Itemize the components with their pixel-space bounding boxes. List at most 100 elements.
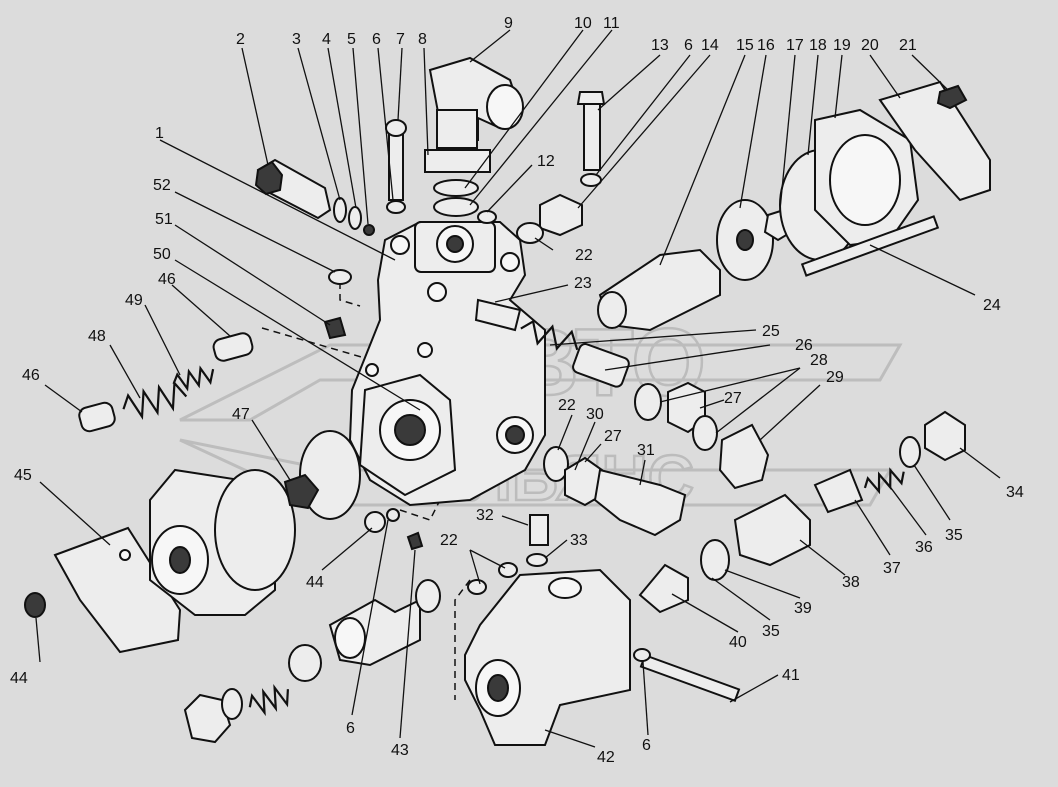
callout-48: 48 (88, 328, 106, 345)
callout-13: 13 (651, 37, 669, 54)
leader-31 (639, 459, 646, 486)
elbow-fitting-31 (593, 468, 687, 537)
ball-5 (363, 224, 375, 236)
callout-18: 18 (809, 37, 827, 54)
callout-2: 2 (236, 31, 245, 48)
callout-42: 42 (597, 749, 615, 766)
callout-43: 43 (391, 742, 409, 759)
plug-34 (924, 410, 966, 462)
watermark-swoosh-shape (179, 343, 903, 422)
spring-25 (520, 319, 579, 351)
leader-14 (577, 54, 711, 209)
callout-6d: 6 (642, 737, 651, 754)
callout-45: 45 (14, 467, 32, 484)
housing-bolt-hole-4 (417, 342, 433, 358)
top-fittings-group (254, 56, 606, 340)
spacer-lower (288, 644, 322, 682)
leader-9 (469, 29, 511, 63)
leader-20 (869, 54, 901, 99)
nut-44-center (364, 511, 386, 533)
callout-21: 21 (899, 37, 917, 54)
seal-39 (700, 539, 730, 581)
leader-7 (397, 47, 403, 121)
right-lower-group (526, 410, 966, 703)
leader-36 (884, 479, 927, 536)
spring-48 (122, 380, 188, 420)
callout-36: 36 (915, 539, 933, 556)
leader-33 (544, 539, 568, 559)
callout-50: 50 (153, 246, 171, 263)
leader-28a (659, 367, 801, 403)
leader-22a (534, 237, 554, 251)
leader-6b (595, 54, 691, 176)
valve-seat-38 (733, 493, 811, 567)
leader-44a (321, 527, 373, 571)
diaphragm-16-center (736, 229, 754, 251)
leader-2 (241, 47, 269, 166)
leader-46b (44, 384, 83, 413)
right-upper-group (597, 80, 991, 332)
bracket-45 (53, 526, 182, 654)
washer-33 (526, 553, 548, 567)
seal-43 (415, 579, 441, 613)
callout-22a: 22 (575, 247, 593, 264)
leader-4 (327, 47, 357, 209)
leader-lines (35, 29, 1001, 748)
leader-19 (834, 54, 843, 119)
callout-9: 9 (504, 15, 513, 32)
lower-housing-group (464, 562, 631, 746)
callout-44b: 44 (10, 670, 28, 687)
housing-bolt-hole-5 (365, 363, 379, 377)
bolt-41 (639, 653, 741, 703)
seal-35-upper (899, 436, 921, 468)
leader-6c (351, 519, 389, 716)
leader-28b (715, 367, 801, 434)
callout-11: 11 (603, 15, 620, 32)
housing-bolt-hole-3 (427, 282, 447, 302)
leader-35a (913, 464, 951, 521)
piston-15-face (597, 291, 627, 329)
leader-40 (671, 593, 739, 633)
leader-46a (171, 284, 231, 337)
leader-35b (711, 577, 771, 621)
leader-27a (699, 399, 725, 409)
leader-22c-b (469, 549, 506, 569)
callout-35a: 35 (945, 527, 963, 544)
callout-29: 29 (826, 369, 844, 386)
callout-33: 33 (570, 532, 588, 549)
callout-22c: 22 (440, 532, 458, 549)
leader-51 (174, 224, 331, 326)
leader-16 (739, 54, 767, 209)
housing-bolt-hole-2 (500, 252, 520, 272)
fitting-23 (474, 298, 522, 332)
fitting-2-hex-head (254, 160, 284, 196)
leader-6d (642, 661, 649, 736)
leader-11 (469, 29, 613, 206)
leader-10 (464, 29, 584, 189)
leader-3 (297, 47, 341, 201)
washer-28-lower (692, 415, 718, 451)
cover-47-bore (169, 546, 191, 574)
washer-28 (634, 383, 662, 421)
callout-26: 26 (795, 337, 813, 354)
washer-6-top (386, 200, 406, 214)
callout-20: 20 (861, 37, 879, 54)
leader-24 (869, 244, 976, 296)
valve-cone-40 (638, 563, 689, 614)
valve-51 (323, 316, 347, 340)
housing-42-bore (487, 674, 509, 702)
bolt-24 (800, 215, 940, 277)
bolt-7-head (385, 119, 407, 137)
spring-lower (248, 684, 290, 717)
leader-52 (174, 191, 336, 273)
seal-22-top (516, 222, 544, 244)
callout-35b: 35 (762, 623, 780, 640)
plug-14 (539, 193, 583, 237)
leader-17 (779, 54, 796, 211)
axis-line-52 (339, 282, 361, 307)
callout-52: 52 (153, 177, 171, 194)
leader-47 (251, 419, 291, 481)
leader-22b (557, 414, 573, 451)
washer-4 (348, 206, 362, 230)
